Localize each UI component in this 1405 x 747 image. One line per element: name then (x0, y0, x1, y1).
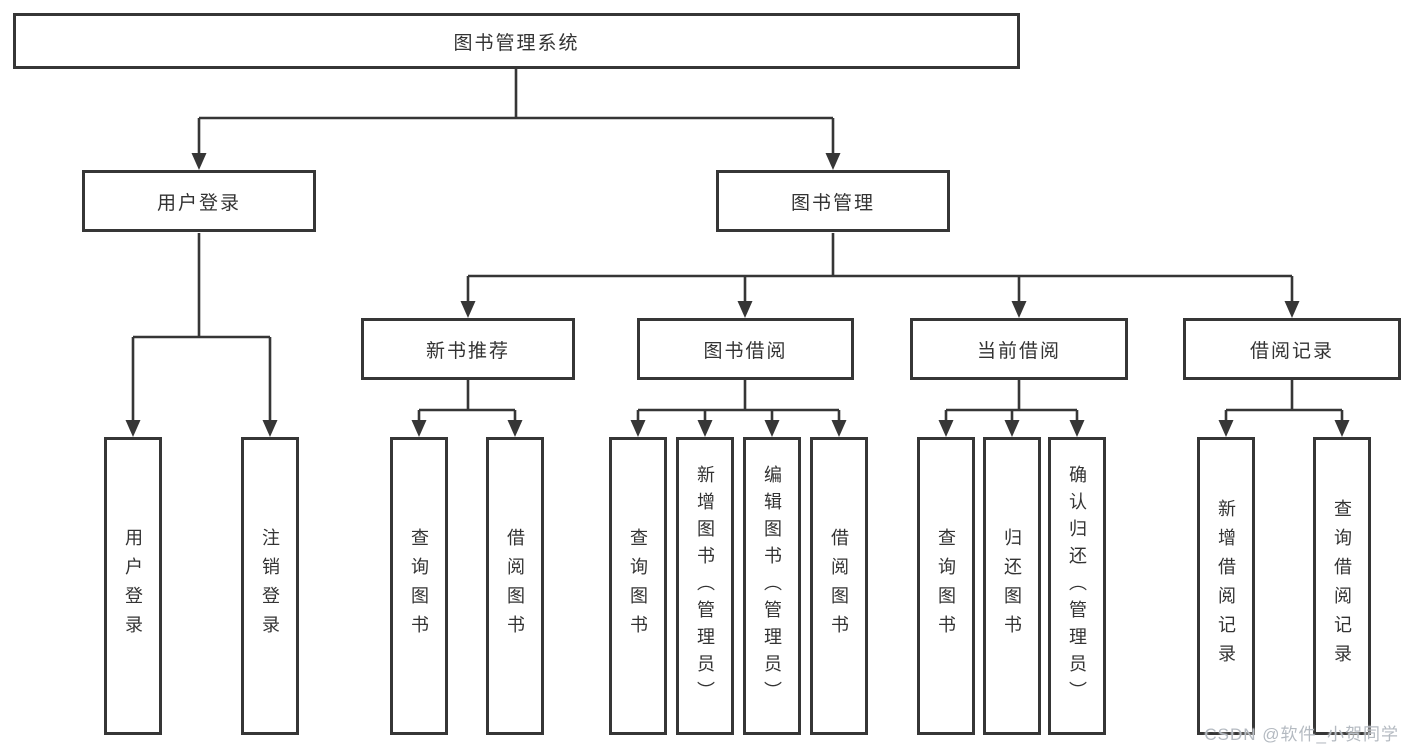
arrowheads (125, 153, 1350, 437)
node-book-management: 图书管理 (716, 170, 950, 232)
node-user-login: 用户登录 (82, 170, 316, 232)
leaf-query-borrow-record: 查询借阅记录 (1313, 437, 1371, 735)
leaf-return-book: 归还图书 (983, 437, 1041, 735)
leaf-user-login: 用户登录 (104, 437, 162, 735)
node-book-borrow: 图书借阅 (637, 318, 854, 380)
leaf-borrow-book: 借阅图书 (810, 437, 868, 735)
node-current-borrow: 当前借阅 (910, 318, 1128, 380)
node-borrow-records: 借阅记录 (1183, 318, 1401, 380)
node-library-management-system: 图书管理系统 (13, 13, 1020, 69)
leaf-logout: 注销登录 (241, 437, 299, 735)
node-new-book-recommend: 新书推荐 (361, 318, 575, 380)
leaf-borrow-book-recommend: 借阅图书 (486, 437, 544, 735)
leaf-confirm-return-admin: 确认归还（管理员） (1048, 437, 1106, 735)
leaf-query-book-recommend: 查询图书 (390, 437, 448, 735)
leaf-edit-book-admin: 编辑图书（管理员） (743, 437, 801, 735)
leaf-add-borrow-record: 新增借阅记录 (1197, 437, 1255, 735)
leaf-query-book-current: 查询图书 (917, 437, 975, 735)
leaf-query-book-borrow: 查询图书 (609, 437, 667, 735)
leaf-add-book-admin: 新增图书（管理员） (676, 437, 734, 735)
csdn-watermark: CSDN @软件_小贺同学 (1204, 725, 1399, 744)
